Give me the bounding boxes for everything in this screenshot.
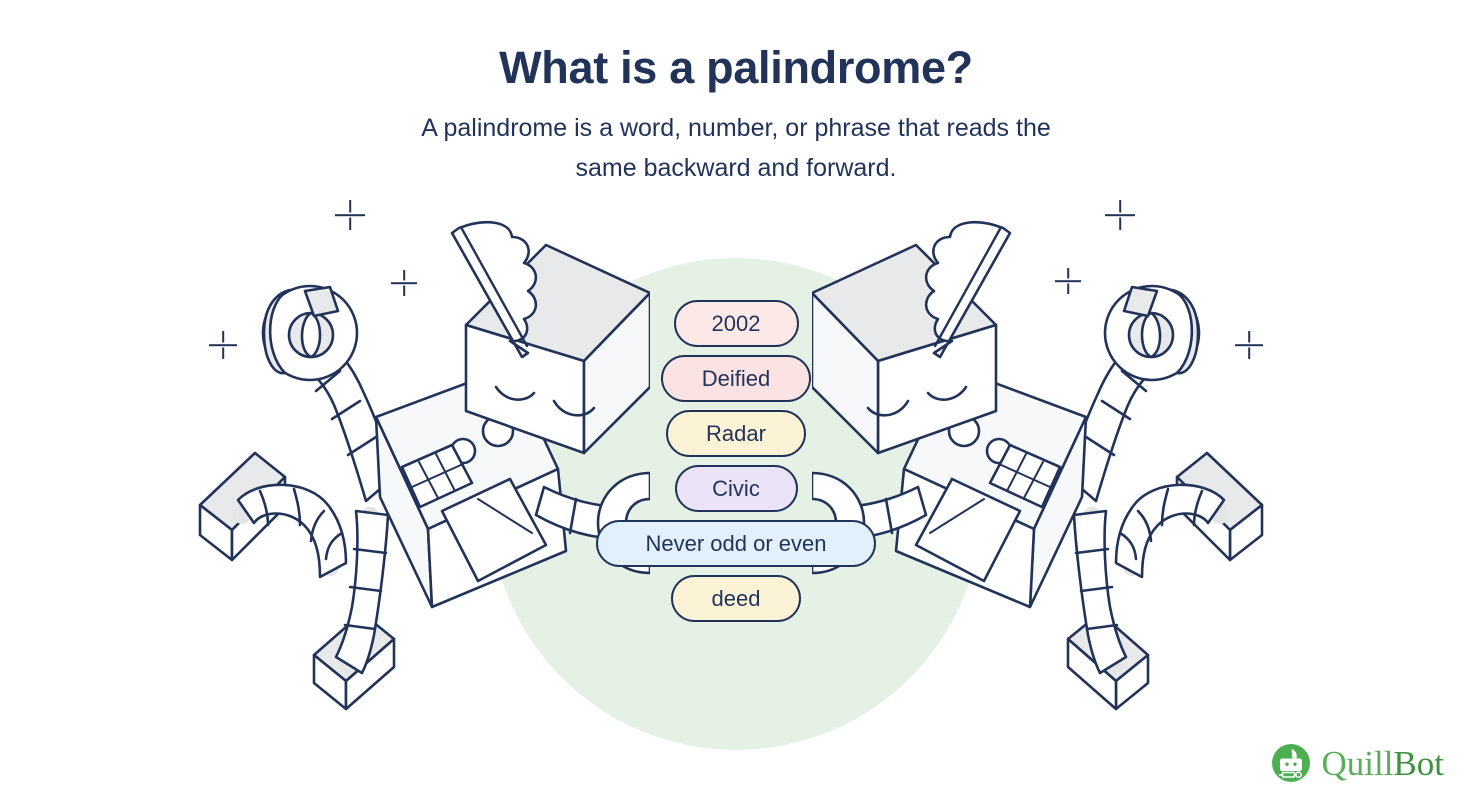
robot-left-leg (1114, 451, 1264, 579)
logo-word-bot: Bot (1393, 743, 1444, 783)
robot-torso (374, 365, 568, 609)
sparkle-plus-icon (1105, 200, 1135, 230)
sparkle-plus-icon (209, 331, 237, 359)
sparkle-plus-icon (1055, 268, 1081, 294)
quill-feather (924, 221, 1012, 359)
palindrome-example-pill: Deified (661, 355, 811, 402)
quillbot-wordmark: QuillBot (1321, 746, 1444, 781)
page-subtitle: A palindrome is a word, number, or phras… (421, 114, 1051, 182)
robot-raised-arm (261, 284, 396, 503)
robot-right-leg (312, 506, 396, 711)
sparkle-plus-icon (1235, 331, 1263, 359)
robot-left-leg (198, 451, 348, 579)
sparkle-plus-icon (335, 200, 365, 230)
palindrome-example-pill: Never odd or even (596, 520, 876, 567)
palindrome-example-pill: Radar (666, 410, 806, 457)
quillbot-logo[interactable]: QuillBot (1270, 742, 1444, 784)
robot-raised-arm (1066, 284, 1201, 503)
palindrome-example-pill: 2002 (673, 300, 799, 347)
robot-left (180, 215, 652, 720)
palindrome-example-pill: deed (671, 575, 801, 622)
palindrome-example-pill: Civic (674, 465, 798, 512)
logo-word-quill: Quill (1321, 743, 1394, 783)
robot-right-leg (1066, 506, 1150, 711)
robot-torso (894, 365, 1088, 609)
robot-illustration-left (198, 221, 652, 711)
quill-feather (450, 221, 538, 359)
sparkle-plus-icon (391, 270, 417, 296)
header: What is a palindrome? A palindrome is a … (0, 0, 1472, 188)
quillbot-robot-mark (1272, 744, 1311, 782)
page-title: What is a palindrome? (499, 42, 973, 93)
